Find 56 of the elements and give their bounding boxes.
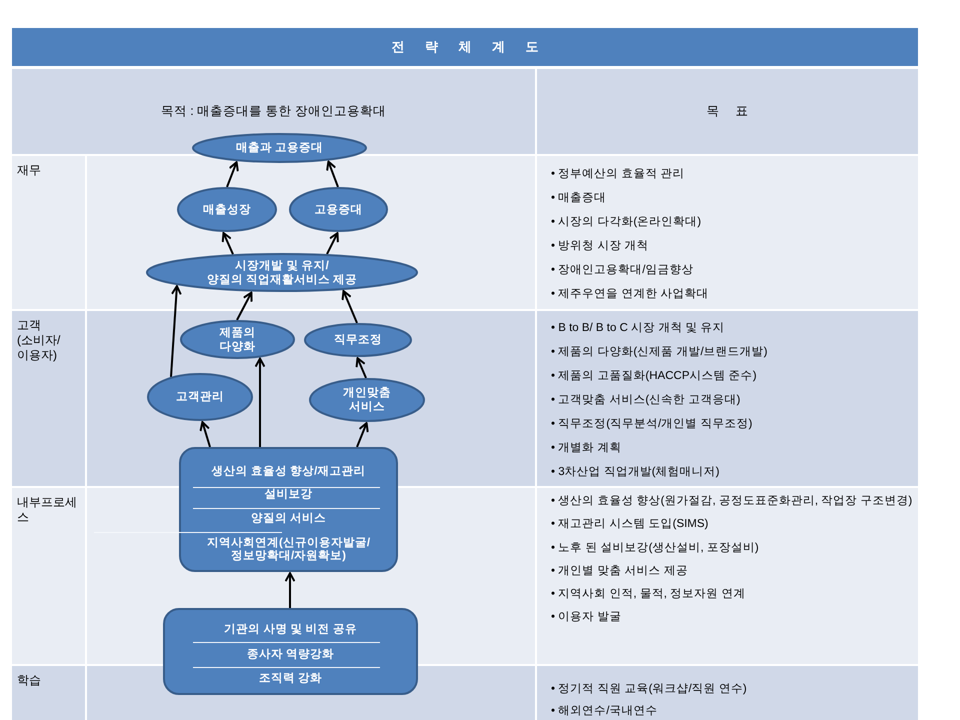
bullet-item: • 방위청 시장 개척 <box>551 239 649 254</box>
ellipse-node: 시장개발 및 유지/ 양질의 직업재활서비스 제공 <box>146 253 418 292</box>
strategy-item: 설비보강 <box>264 488 312 502</box>
arrow <box>342 290 358 324</box>
row-label: 재무 <box>12 156 85 309</box>
ellipse-node: 개인맞춤 서비스 <box>309 378 425 422</box>
ellipse-node: 직무조정 <box>304 323 412 357</box>
title-bar: 전 략 체 계 도 <box>12 28 918 66</box>
arrow <box>284 572 296 608</box>
process-box <box>163 608 418 695</box>
ellipse-node: 제품의 다양화 <box>180 320 295 359</box>
bullet-item: • 제주우연을 연계한 사업확대 <box>551 287 709 302</box>
process-box <box>179 447 398 572</box>
strategy-item: 양질의 서비스 <box>250 512 326 526</box>
ellipse-node: 매출과 고용증대 <box>192 133 367 163</box>
bullet-item: • B to B/ B to C 시장 개척 및 유지 <box>551 321 725 336</box>
arrow <box>356 422 369 448</box>
ellipse-node: 고객관리 <box>147 373 253 421</box>
bullet-item: • 시장의 다각화(온라인확대) <box>551 215 702 230</box>
bullet-item: • 지역사회 인적, 물적, 정보자원 연계 <box>551 587 746 602</box>
bullet-item: • 이용자 발굴 <box>551 610 622 626</box>
strategy-item: 지역사회연계(신규이용자발굴/ 정보망확대/자원확보) <box>206 536 370 562</box>
bullet-item: • 직무조정(직무분석/개인별 직무조정) <box>551 417 752 432</box>
arrow <box>170 285 182 377</box>
arrow <box>226 161 239 188</box>
row-label: 내부프로세스 <box>12 488 85 664</box>
bullet-item: • 재고관리 시스템 도입(SIMS) <box>551 517 708 532</box>
strategy-item: 조직력 강화 <box>258 672 322 685</box>
arrow <box>236 292 253 320</box>
arrow <box>326 160 339 188</box>
ellipse-node: 고용증대 <box>289 187 388 232</box>
strategy-item: 종사자 역량강화 <box>246 648 334 661</box>
bullet-item: • 정기적 직원 교육(워크샵/직원 연수) <box>551 682 747 697</box>
bullet-item: • 해외연수/국내연수 <box>551 704 658 719</box>
bullet-item: • 개별화 계획 <box>551 441 622 456</box>
header-cell: 목 표 <box>537 69 918 154</box>
bullet-item: • 개인별 맞춤 서비스 제공 <box>551 564 688 579</box>
ellipse-node: 매출성장 <box>177 187 277 232</box>
bullet-item: • 제품의 다양화(신제품 개발/브랜드개발) <box>551 345 768 360</box>
row-label: 학습 <box>12 666 85 720</box>
arrow <box>356 357 367 378</box>
bullet-item: • 3차산업 직업개발(체험매니저) <box>551 465 720 480</box>
bullet-item: • 고객맞춤 서비스(신속한 고객응대) <box>551 393 740 408</box>
arrow <box>222 232 234 255</box>
strategy-item: 기관의 사명 및 비전 공유 <box>224 624 357 636</box>
bullet-item: • 장애인고용확대/임금향상 <box>551 263 694 278</box>
bullet-item: • 노후 된 설비보강(생산설비, 포장설비) <box>551 540 759 556</box>
arrow <box>254 358 266 447</box>
strategy-item: 생산의 효율성 향상/재고관리 <box>212 465 366 478</box>
arrow <box>200 421 211 448</box>
bullet-item: • 정부예산의 효율적 관리 <box>551 167 685 182</box>
row-label: 고객 (소비자/ 이용자) <box>12 311 85 486</box>
arrow <box>326 232 339 255</box>
bullet-item: • 제품의 고품질화(HACCP시스템 준수) <box>551 369 757 384</box>
bullet-item: • 생산의 효율성 향상(원가절감, 공정도표준화관리, 작업장 구조변경) <box>551 494 912 509</box>
bullet-item: • 매출증대 <box>551 191 606 206</box>
